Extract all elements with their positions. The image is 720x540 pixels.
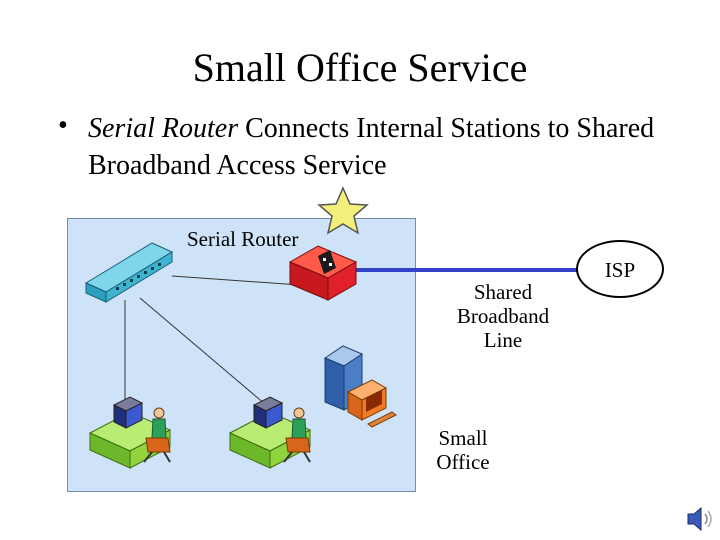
- broadband-line-label-3: Line: [483, 328, 523, 352]
- isp-node: [576, 240, 664, 298]
- router-label: Serial Router: [187, 227, 299, 251]
- hub-icon: [84, 242, 174, 303]
- broadband-line-label-2: Broadband: [456, 304, 550, 328]
- slide-title: Small Office Service: [192, 45, 528, 90]
- isp-label: ISP: [604, 258, 636, 282]
- workstation-icon: [88, 396, 172, 469]
- workstation-icon: [228, 396, 312, 469]
- server-icon: [323, 345, 397, 428]
- bullet-marker: •: [58, 110, 68, 141]
- bullet-rest: Connects Internal Stations to Shared Bro…: [88, 113, 655, 181]
- speaker-icon[interactable]: [684, 504, 714, 534]
- bullet-text: Serial Router Connects Internal Stations…: [88, 110, 688, 184]
- lan-cables: [124, 275, 301, 411]
- small-office-label-2: Office: [436, 450, 490, 474]
- star-icon: [317, 186, 369, 235]
- small-office-label: Small Office: [420, 426, 506, 474]
- small-office-label-1: Small: [438, 426, 488, 450]
- broadband-line-label-1: Shared: [473, 280, 533, 304]
- bullet-emphasis: Serial Router: [88, 113, 239, 144]
- router-icon: [288, 245, 358, 301]
- broadband-line-label: Shared Broadband Line: [438, 280, 568, 352]
